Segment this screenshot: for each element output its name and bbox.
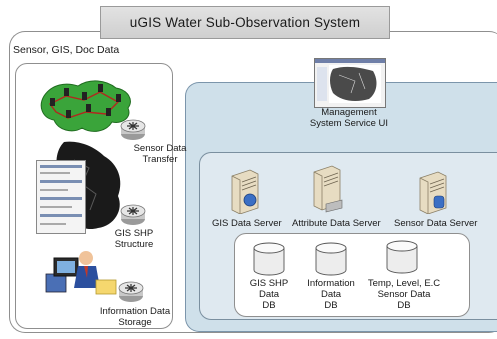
gis-shp-db-label: GIS SHP Data DB: [249, 278, 289, 311]
database-icon: [253, 242, 285, 276]
sensor-transfer-label: Sensor Data Transfer: [133, 143, 187, 165]
sensor-map-icon: [40, 80, 131, 132]
attribute-server-icon: [313, 165, 343, 213]
information-db-label: Information Data DB: [307, 278, 355, 311]
shp-file-list: [36, 160, 86, 234]
info-storage-label: Information Data Storage: [99, 306, 171, 328]
management-label: Management System Service UI: [309, 107, 389, 129]
operator-workstation-icon: [45, 251, 117, 295]
attribute-server-label: Attribute Data Server: [292, 218, 381, 229]
shp-structure-label: GIS SHP Structure: [114, 228, 154, 250]
gis-server-label: GIS Data Server: [212, 218, 282, 229]
management-ui-window: [314, 58, 386, 108]
database-icon: [315, 242, 347, 276]
management-map-icon: [317, 65, 381, 103]
router-icon: [120, 204, 146, 225]
router-icon: [120, 119, 146, 140]
sensor-server-label: Sensor Data Server: [394, 218, 478, 229]
sensor-db-label: Temp, Level, E.C Sensor Data DB: [367, 278, 441, 311]
gis-server-icon: [231, 169, 259, 214]
sensor-server-icon: [419, 171, 447, 214]
router-icon: [118, 281, 144, 302]
sensor-gis-doc-label: Sensor, GIS, Doc Data: [13, 44, 120, 56]
database-icon: [386, 240, 418, 274]
system-title: uGIS Water Sub-Observation System: [100, 6, 390, 39]
